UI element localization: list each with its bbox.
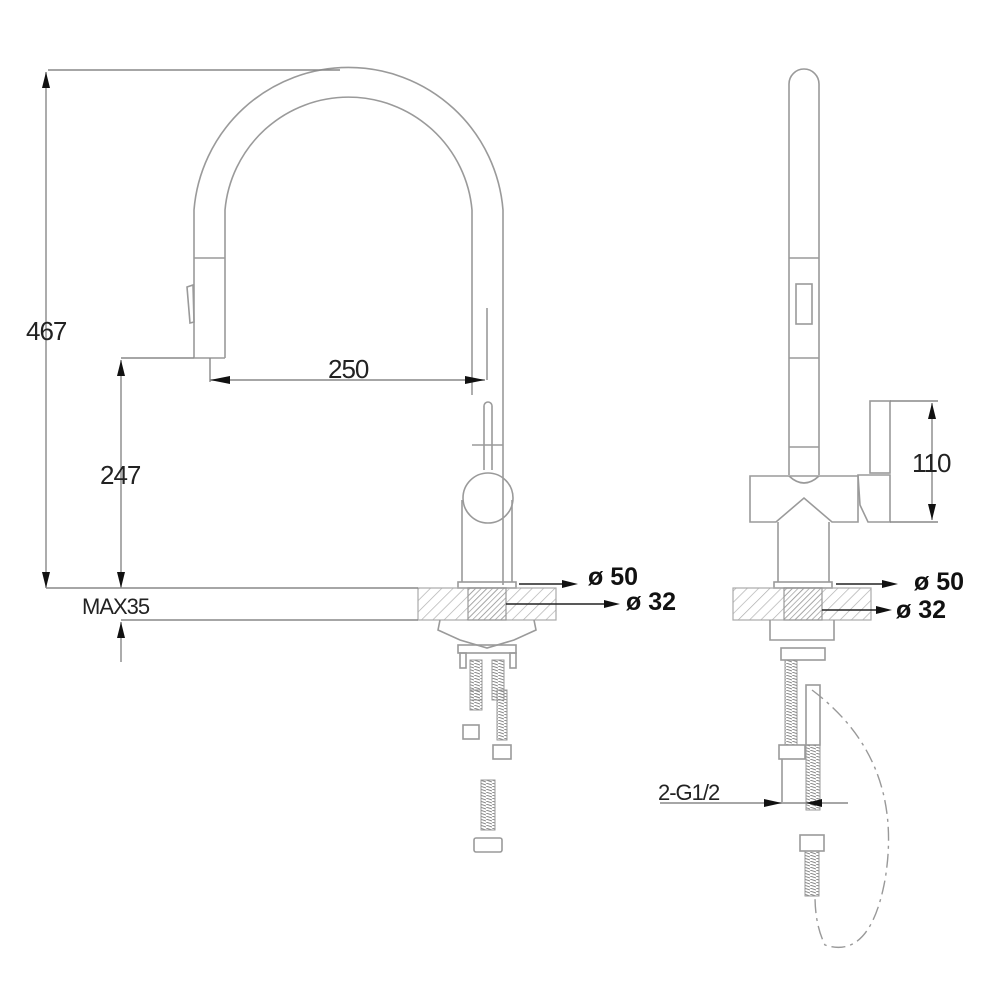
hose-loop: [811, 689, 890, 949]
spout-inner: [224, 96, 473, 395]
side-view: [732, 68, 891, 949]
lever-hub: [462, 472, 514, 524]
side-dimensions: 110 ø 50 ø 32 2-G1/2: [658, 400, 964, 807]
front-view: [186, 66, 557, 853]
outer-diameter-label: ø 50: [588, 563, 638, 591]
spray-button: [186, 283, 195, 325]
side-handle: [869, 400, 891, 474]
max-thickness-label: MAX35: [82, 594, 150, 619]
spout-outer: [193, 66, 504, 585]
mounting-hole: [467, 587, 507, 621]
total-height-label: 467: [26, 316, 67, 346]
spout-height-label: 247: [100, 460, 141, 490]
lever-handle: [483, 401, 493, 470]
hole-diameter-label: ø 32: [626, 588, 676, 616]
handle-height-label: 110: [912, 448, 951, 478]
side-spout: [788, 68, 820, 475]
side-spray-button: [795, 283, 813, 325]
side-hole-diameter-label: ø 32: [896, 596, 946, 624]
connection-thread-label: 2-G1/2: [658, 780, 720, 805]
spout-reach-label: 250: [328, 354, 369, 384]
front-dimensions: 467 247 MAX35 250 ø 50 ø 32: [26, 69, 676, 662]
side-outer-diameter-label: ø 50: [914, 568, 964, 596]
